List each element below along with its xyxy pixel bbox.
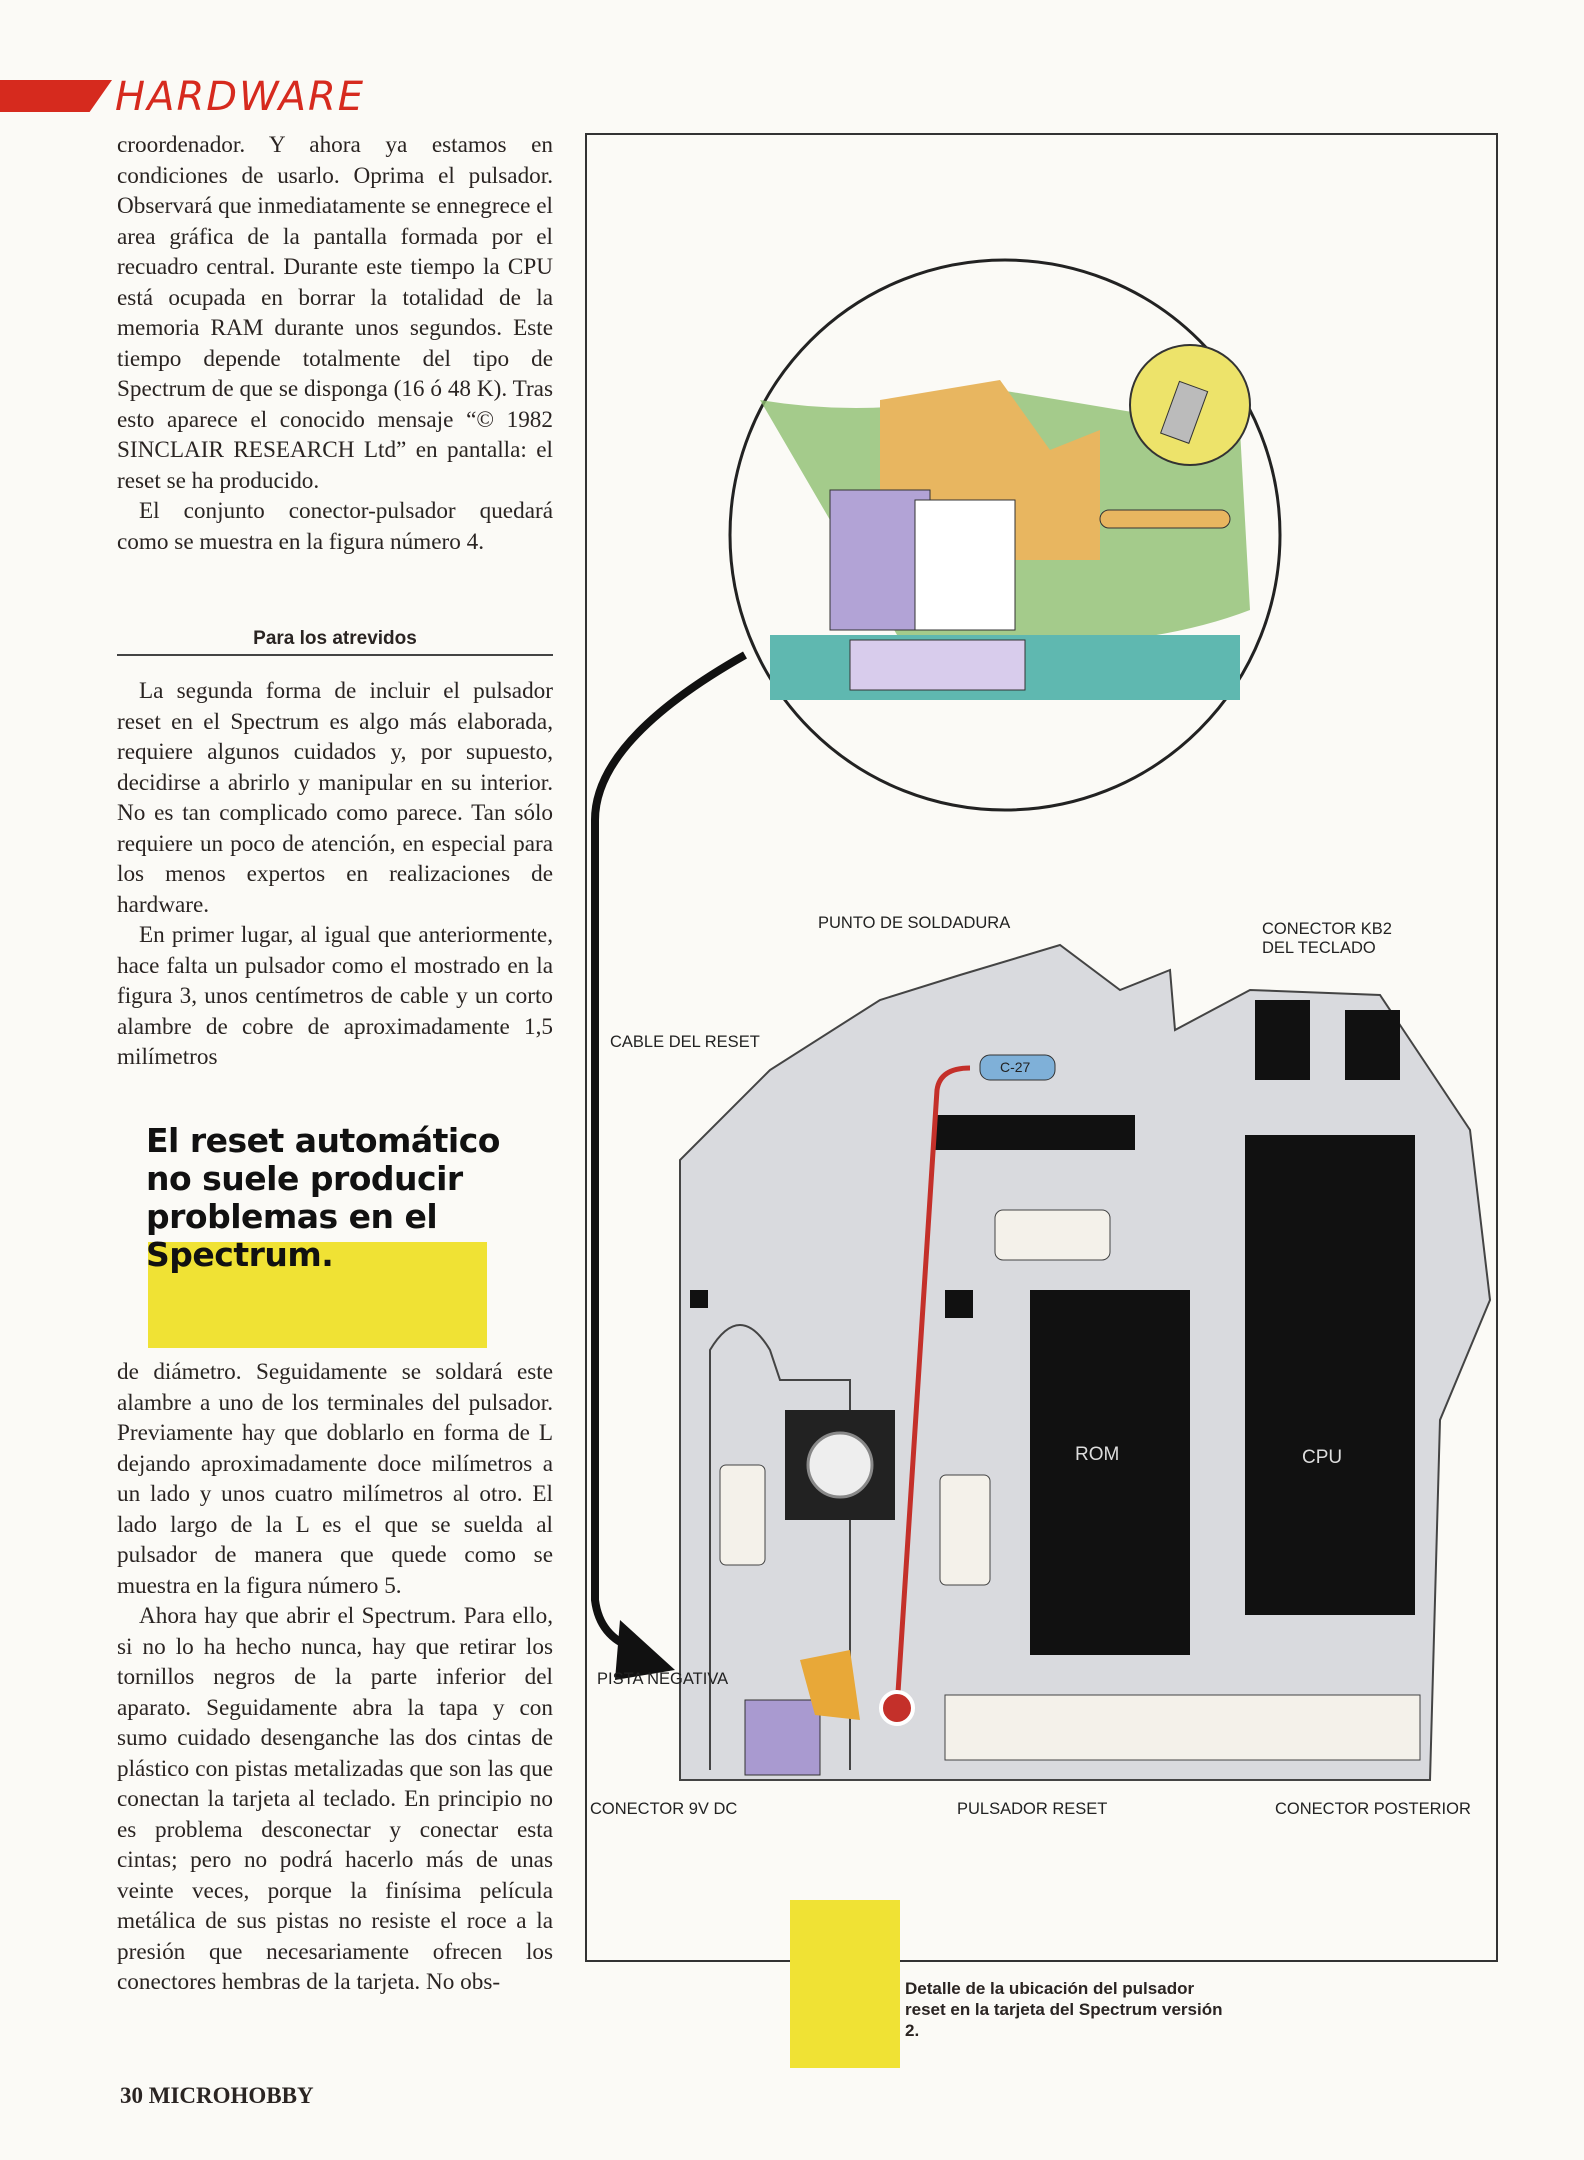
caption-highlight — [790, 1900, 900, 2068]
page-footer: 30 MICROHOBBY — [120, 2083, 314, 2108]
figure-caption: Detalle de la ubicación del pulsador res… — [905, 1979, 1223, 2040]
pull-quote: El reset automático no suele producir pr… — [146, 1121, 500, 1274]
label-cpu: CPU — [1302, 1447, 1343, 1468]
reset-cable — [894, 1065, 971, 1709]
label-negative-track: PISTA NEGATIVA — [597, 1670, 729, 1688]
subheading: Para los atrevidos — [117, 628, 553, 656]
section-title: HARDWARE — [115, 74, 366, 120]
ic-strip — [935, 1115, 1135, 1150]
paragraph: de diámetro. Seguidamente se soldará est… — [117, 1359, 553, 1599]
label-line: DEL TECLADO — [1262, 939, 1376, 957]
label-solder-point: PUNTO DE SOLDADURA — [818, 914, 1011, 932]
label-rear-connector: CONECTOR POSTERIOR — [1275, 1800, 1471, 1818]
label-line: CONECTOR KB2 — [1262, 920, 1392, 938]
rear-connector — [944, 1694, 1421, 1761]
label-reset-cable: CABLE DEL RESET — [610, 1033, 760, 1051]
paragraph: En primer lugar, al igual que anteriorme… — [117, 922, 553, 1070]
pointer-arrow — [591, 651, 747, 1654]
article-text-top: croordenador. Y ahora ya estamos en cond… — [117, 130, 553, 557]
cpu-chip — [1245, 1135, 1415, 1615]
pull-quote-highlight — [148, 1242, 487, 1348]
kb2-connector — [1255, 1000, 1310, 1080]
kb2-connector — [1345, 1010, 1400, 1080]
paragraph: Ahora hay que abrir el Spectrum. Para el… — [117, 1603, 553, 1995]
reset-button-part — [744, 1699, 821, 1776]
paragraph: croordenador. Y ahora ya estamos en cond… — [117, 132, 553, 494]
label-capacitor: C-27 — [1000, 1059, 1031, 1075]
paragraph: El conjunto conector-pulsador quedará co… — [117, 498, 553, 555]
arrow-head — [615, 1620, 675, 1680]
figure-frame — [585, 133, 1498, 1962]
capacitor-c27 — [979, 1054, 1056, 1081]
article-text-mid: La segunda forma de incluir el pulsador … — [117, 676, 553, 1073]
article-text-bottom: de diámetro. Seguidamente se soldará est… — [117, 1357, 553, 1998]
label-reset-button: PULSADOR RESET — [957, 1800, 1108, 1818]
label-dc-connector: CONECTOR 9V DC — [590, 1800, 738, 1818]
paragraph: La segunda forma de incluir el pulsador … — [117, 678, 553, 918]
rom-chip — [1030, 1290, 1190, 1655]
label-rom: ROM — [1075, 1444, 1120, 1465]
